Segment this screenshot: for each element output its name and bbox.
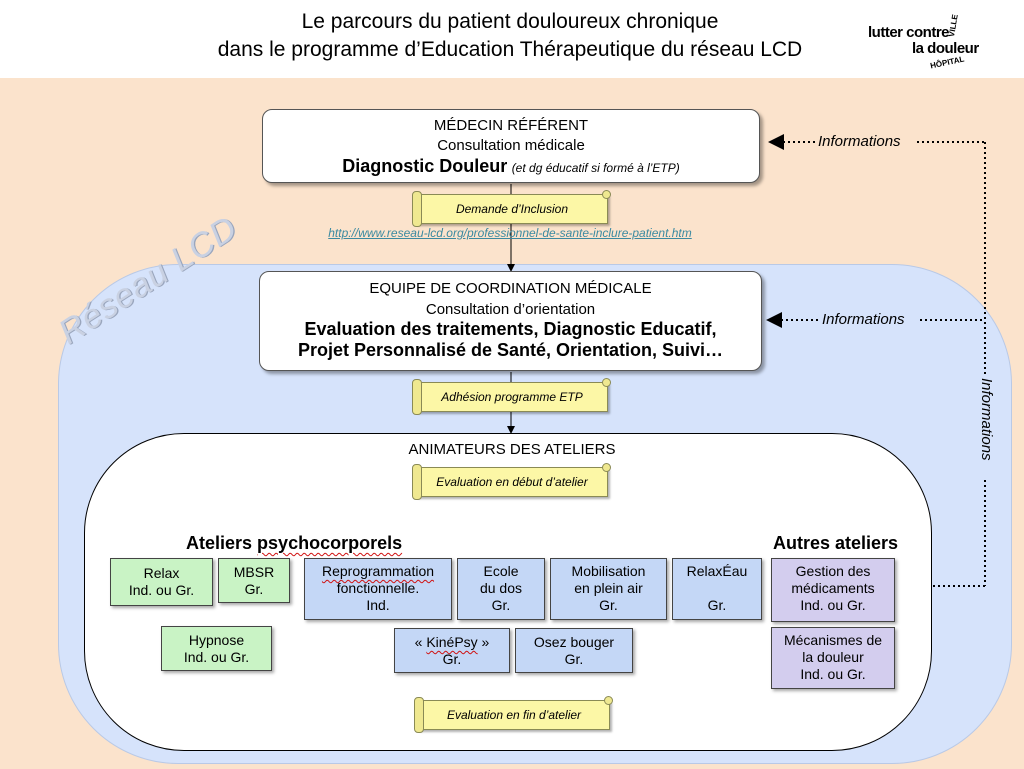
logo-douleur: la douleur xyxy=(912,40,979,57)
scroll-evaluation-fin: Evaluation en fin d’atelier xyxy=(414,696,613,733)
scroll-demande-inclusion: Demande d’Inclusion xyxy=(412,190,611,227)
atelier-relaxeau: RelaxÉau Gr. xyxy=(672,558,762,620)
equipe-consultation: Consultation d’orientation xyxy=(425,301,596,318)
scroll-adhesion-etp: Adhésion programme ETP xyxy=(412,378,611,415)
mbsr-mode: Gr. xyxy=(244,581,264,597)
atelier-reprogrammation: Reprogrammation fonctionnelle. Ind. xyxy=(304,558,452,620)
atelier-mobilisation: Mobilisation en plein air Gr. xyxy=(550,558,667,620)
atelier-kinepsy: « KinéPsy » Gr. xyxy=(394,628,510,673)
hypnose-name: Hypnose xyxy=(188,632,245,648)
scroll-evaluation-debut-label: Evaluation en début d’atelier xyxy=(436,475,588,489)
relaxeau-name: RelaxÉau xyxy=(686,563,748,579)
reprog-name-2: fonctionnelle. xyxy=(336,580,420,596)
relaxeau-mode: Gr. xyxy=(707,597,727,613)
scroll-evaluation-fin-label: Evaluation en fin d’atelier xyxy=(446,708,582,722)
info-label-vertical: Informations xyxy=(978,378,995,461)
scroll-demande-inclusion-label: Demande d’Inclusion xyxy=(455,202,569,216)
lcd-logo: VILLE lutter contre la douleur HÔPITAL xyxy=(862,6,1022,72)
atelier-mbsr: MBSR Gr. xyxy=(218,558,290,603)
ecole-name: Ecole xyxy=(483,563,519,579)
reprog-name: Reprogrammation xyxy=(321,563,435,579)
hypnose-mode: Ind. ou Gr. xyxy=(183,649,250,665)
ecole-mode: Gr. xyxy=(491,597,511,613)
page-title: Le parcours du patient douloureux chroni… xyxy=(150,8,870,64)
mecanismes-name-2: la douleur xyxy=(802,649,864,665)
kinepsy-suffix: » xyxy=(477,634,490,650)
atelier-osez-bouger: Osez bouger Gr. xyxy=(515,628,633,673)
mobilisation-mode: Gr. xyxy=(599,597,618,613)
psycho-title-prefix: Ateliers xyxy=(186,533,258,553)
gestion-name-2: médicaments xyxy=(791,580,875,596)
psycho-title-word: psychocorporels xyxy=(257,533,403,553)
kinepsy-mode: Gr. xyxy=(442,651,462,667)
atelier-mecanismes-douleur: Mécanismes de la douleur Ind. ou Gr. xyxy=(771,627,895,689)
autres-title: Autres ateliers xyxy=(773,533,899,553)
inclusion-link[interactable]: http://www.reseau-lcd.org/professionnel-… xyxy=(328,226,692,240)
equipe-coordination-box: EQUIPE DE COORDINATION MÉDICALE Consulta… xyxy=(259,271,762,371)
medecin-consultation: Consultation médicale xyxy=(437,137,585,154)
osez-mode: Gr. xyxy=(564,651,584,667)
mecanismes-name: Mécanismes de xyxy=(783,632,883,648)
equipe-evaluation: Evaluation des traitements, Diagnostic E… xyxy=(304,319,717,339)
diagnostic-douleur: Diagnostic Douleur xyxy=(342,156,508,176)
atelier-relax: Relax Ind. ou Gr. xyxy=(110,558,213,606)
kinepsy-prefix: « xyxy=(414,634,427,650)
mobilisation-name: Mobilisation xyxy=(571,563,646,579)
title-line-1: Le parcours du patient douloureux chroni… xyxy=(301,10,719,33)
gestion-mode: Ind. ou Gr. xyxy=(800,597,866,613)
equipe-title: EQUIPE DE COORDINATION MÉDICALE xyxy=(369,280,652,297)
gestion-name: Gestion des xyxy=(795,563,871,579)
kinepsy-word: KinéPsy xyxy=(426,634,478,650)
atelier-gestion-medicaments: Gestion des médicaments Ind. ou Gr. xyxy=(771,558,895,622)
ecole-name-2: du dos xyxy=(479,580,523,596)
atelier-hypnose: Hypnose Ind. ou Gr. xyxy=(161,626,272,671)
info-label-medecin: Informations xyxy=(818,133,901,150)
medecin-title: MÉDECIN RÉFÉRENT xyxy=(433,117,589,134)
mobilisation-name-2: en plein air xyxy=(574,580,643,596)
atelier-ecole-dos: Ecole du dos Gr. xyxy=(457,558,545,620)
reprog-mode: Ind. xyxy=(366,597,390,613)
logo-lutter: lutter contre xyxy=(868,24,950,41)
mecanismes-mode: Ind. ou Gr. xyxy=(800,666,866,682)
diagnostic-note: (et dg éducatif si formé à l’ETP) xyxy=(511,161,680,175)
animateurs-title: ANIMATEURS DES ATELIERS xyxy=(408,441,616,458)
kinepsy-name: « KinéPsy » xyxy=(395,634,509,651)
mbsr-name: MBSR xyxy=(233,564,275,580)
scroll-evaluation-debut: Evaluation en début d’atelier xyxy=(412,463,611,500)
info-label-equipe: Informations xyxy=(822,311,905,328)
scroll-adhesion-label: Adhésion programme ETP xyxy=(441,390,583,404)
osez-name: Osez bouger xyxy=(533,634,615,650)
equipe-projet: Projet Personnalisé de Santé, Orientatio… xyxy=(297,340,724,360)
relax-mode: Ind. ou Gr. xyxy=(128,582,195,598)
relax-name: Relax xyxy=(143,565,180,581)
psycho-title: Ateliers psychocorporels xyxy=(186,533,402,554)
medecin-diagnostic: Diagnostic Douleur (et dg éducatif si fo… xyxy=(263,156,759,177)
medecin-referent-box: MÉDECIN RÉFÉRENT Consultation médicale D… xyxy=(262,109,760,183)
title-line-2: dans le programme d’Education Thérapeuti… xyxy=(217,38,803,61)
